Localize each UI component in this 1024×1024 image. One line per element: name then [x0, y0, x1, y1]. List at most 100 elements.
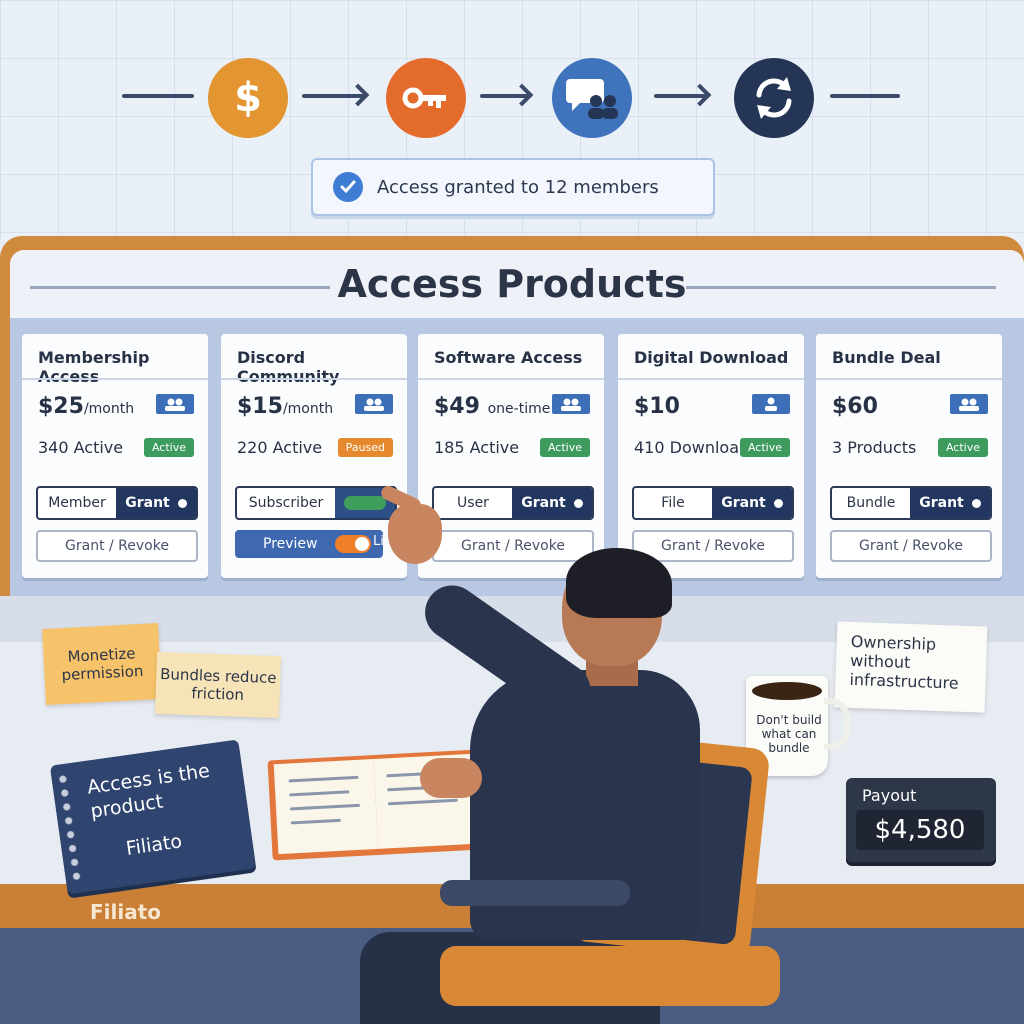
- grant-revoke-button[interactable]: Grant / Revoke: [632, 530, 794, 562]
- price-value: $49: [434, 394, 480, 419]
- group-icon: [355, 394, 393, 414]
- card-name: Discord Community: [237, 348, 340, 386]
- card-count: 220 Active: [237, 438, 323, 457]
- sticky-note-monetize: Monetize permission: [42, 623, 162, 705]
- card-price: $25/month: [38, 394, 134, 419]
- price-unit: /month: [282, 401, 334, 417]
- card-divider: [22, 378, 208, 380]
- flow-line-start: [122, 94, 194, 98]
- dollar-symbol: $: [234, 75, 262, 121]
- chair-seat: [440, 946, 780, 1006]
- live-toggle[interactable]: [335, 535, 371, 553]
- product-card-software: Software Access $49 one-time 185 Active …: [418, 334, 604, 578]
- status-badge: Active: [739, 438, 790, 457]
- status-badge: Active: [937, 438, 988, 457]
- card-divider: [816, 378, 1002, 380]
- grant-toggle[interactable]: Grant: [116, 488, 196, 518]
- switch-pill: [344, 496, 386, 510]
- preview-button[interactable]: Preview Live: [235, 530, 400, 558]
- role-toggle[interactable]: Member Grant: [36, 486, 198, 520]
- flow-line-end: [830, 94, 900, 98]
- group-icon: [552, 394, 590, 414]
- price-value: $10: [634, 394, 680, 419]
- price-value: $60: [832, 394, 878, 419]
- role-toggle[interactable]: User Grant: [432, 486, 594, 520]
- sync-icon: [734, 58, 814, 138]
- price-unit: /month: [83, 401, 135, 417]
- grant-label: Grant: [521, 495, 566, 511]
- card-name: Bundle Deal: [832, 348, 941, 367]
- book-line: [288, 775, 359, 783]
- price-unit: one-time: [487, 401, 551, 417]
- card-price: $49 one-time: [434, 394, 550, 419]
- grant-toggle[interactable]: Grant: [512, 488, 592, 518]
- card-name: Digital Download: [634, 348, 789, 367]
- product-card-download: Digital Download $10 410 Downloads Activ…: [618, 334, 804, 578]
- desk-brand: Filiato: [90, 900, 162, 924]
- status-badge: Active: [539, 438, 590, 457]
- group-icon: [950, 394, 988, 414]
- preview-label: Preview: [263, 536, 318, 552]
- toast-text: Access granted to 12 members: [377, 176, 659, 198]
- toggle-dot: [971, 498, 981, 508]
- access-switch[interactable]: [335, 488, 395, 518]
- person-hand: [388, 504, 442, 564]
- grant-label: Grant: [721, 495, 766, 511]
- grant-label: Grant: [919, 495, 964, 511]
- sticky-note-bundles: Bundles reduce friction: [154, 651, 282, 719]
- flow-arrow-3: [654, 94, 706, 98]
- card-name: Membership Access: [38, 348, 150, 386]
- role-toggle[interactable]: Bundle Grant: [830, 486, 992, 520]
- title-rule-left: [30, 286, 330, 289]
- grant-toggle[interactable]: Grant: [712, 488, 792, 518]
- payout-amount: $4,580: [856, 810, 984, 850]
- notebook-brand: Filiato: [124, 830, 184, 860]
- background-grid: [0, 0, 1024, 240]
- title-rule-right: [686, 286, 996, 289]
- grant-revoke-button[interactable]: Grant / Revoke: [830, 530, 992, 562]
- price-value: $15: [237, 394, 283, 419]
- card-count: 340 Active: [38, 438, 124, 457]
- chair-arm: [440, 880, 630, 906]
- price-value: $25: [38, 394, 84, 419]
- community-chat-icon: [552, 58, 632, 138]
- coffee: [752, 682, 822, 700]
- note-ownership: Ownership without infrastructure: [834, 621, 988, 713]
- grant-toggle[interactable]: Grant: [910, 488, 990, 518]
- notebook-title: Access is the product: [85, 759, 212, 823]
- book-line: [290, 818, 341, 825]
- grant-revoke-button[interactable]: Grant / Revoke: [36, 530, 198, 562]
- toggle-dot: [573, 498, 583, 508]
- card-count: 3 Products: [832, 438, 917, 457]
- flow-arrow-2: [480, 94, 528, 98]
- notebook: Access is the product Filiato: [49, 739, 257, 895]
- page-title: Access Products: [337, 262, 687, 306]
- card-count: 185 Active: [434, 438, 520, 457]
- status-badge: Paused: [337, 438, 393, 457]
- role-toggle[interactable]: File Grant: [632, 486, 794, 520]
- dollar-icon: $: [208, 58, 288, 138]
- book-line: [387, 798, 458, 806]
- grant-label: Grant: [125, 495, 170, 511]
- card-divider: [221, 378, 407, 380]
- role-label: Subscriber: [248, 495, 324, 511]
- role-toggle[interactable]: Subscriber: [235, 486, 397, 520]
- role-label: User: [457, 495, 489, 511]
- book-page-left: [273, 759, 379, 855]
- role-label: Member: [48, 495, 106, 511]
- toggle-dot: [773, 498, 783, 508]
- person-writing-hand: [420, 758, 482, 798]
- group-icon: [156, 394, 194, 414]
- user-icon: [752, 394, 790, 414]
- mug-handle: [824, 698, 850, 750]
- role-label: File: [661, 495, 685, 511]
- card-divider: [418, 378, 604, 380]
- product-card-discord: Discord Community $15/month 220 Active P…: [221, 334, 407, 578]
- product-card-bundle: Bundle Deal $60 3 Products Active Bundle…: [816, 334, 1002, 578]
- mug-text: Don't build what can bundle: [756, 713, 822, 755]
- card-count: 410 Downloads: [634, 438, 758, 457]
- book-line: [290, 803, 361, 811]
- grant-revoke-button[interactable]: Grant / Revoke: [432, 530, 594, 562]
- payout-label: Payout: [862, 786, 917, 805]
- flow-arrow-1: [302, 94, 364, 98]
